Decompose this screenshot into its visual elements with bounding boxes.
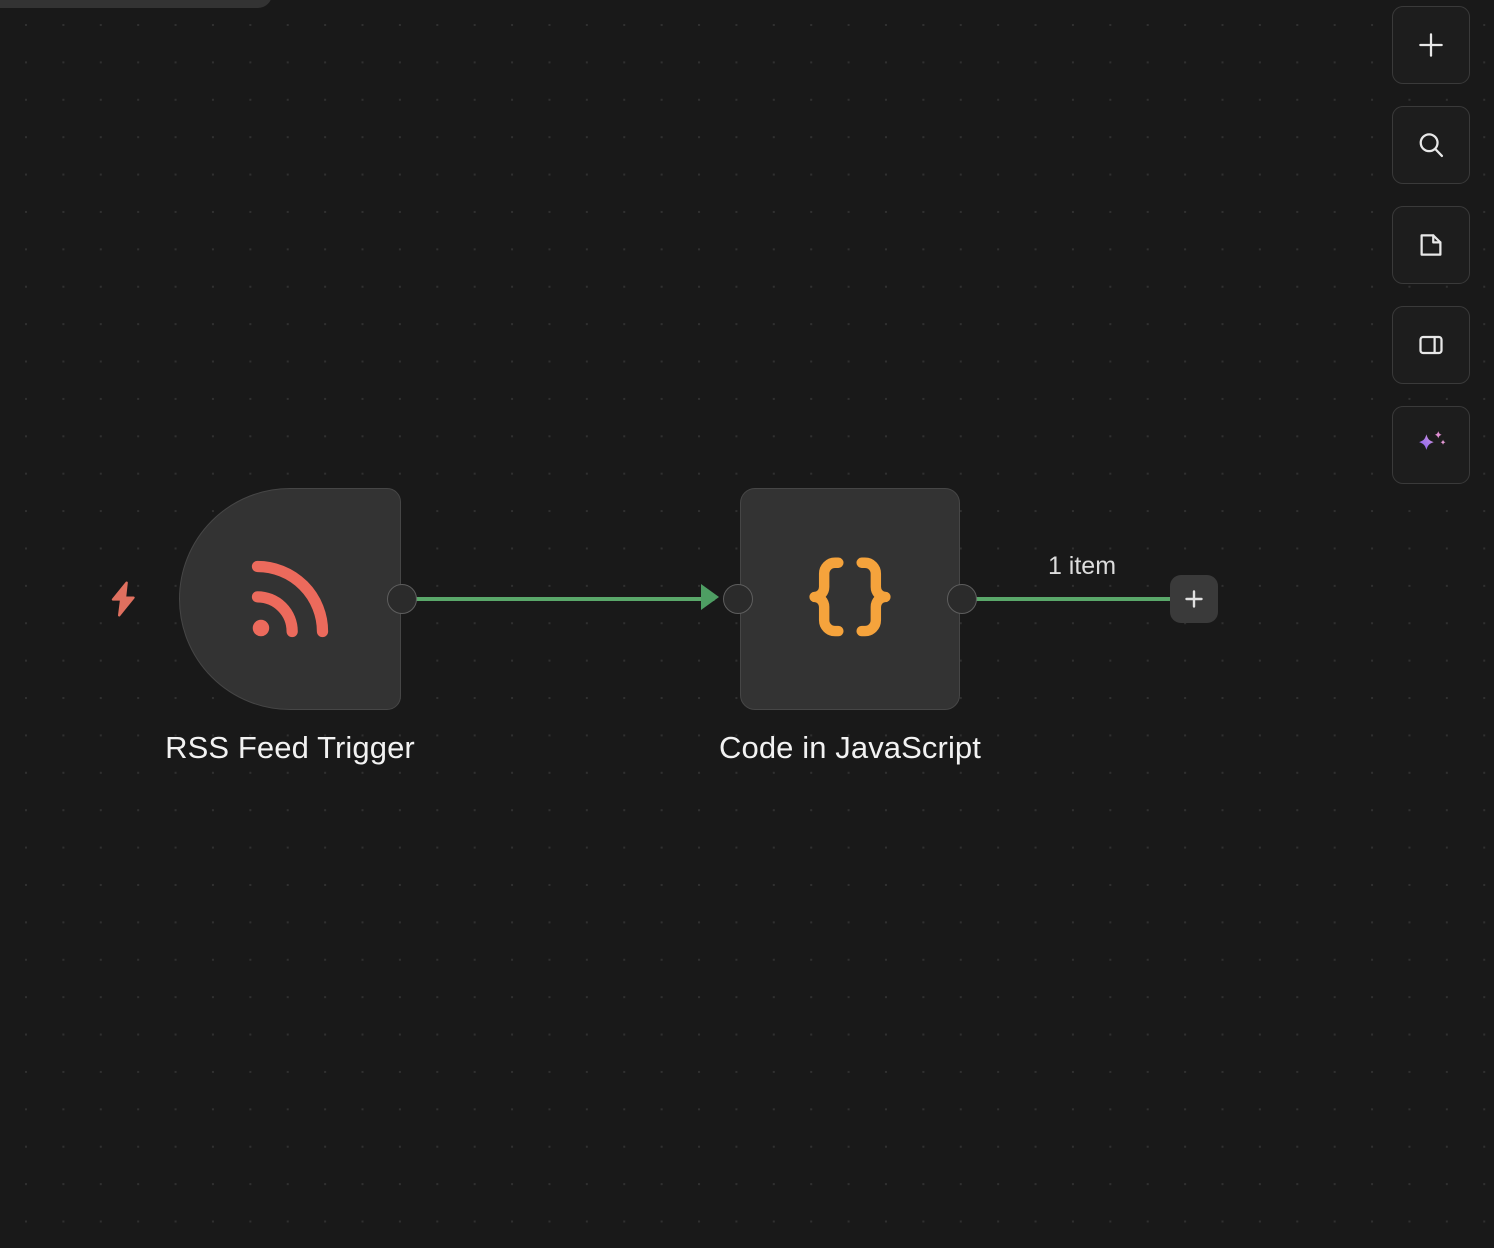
toolbar-add-sticky-note-button[interactable] — [1392, 206, 1470, 284]
node-title-rss-feed-trigger: RSS Feed Trigger — [165, 730, 415, 765]
endpoint-code-output[interactable] — [947, 584, 977, 614]
node-icon-container — [741, 489, 959, 709]
plus-icon — [1185, 590, 1203, 608]
connection-rss-to-code[interactable] — [412, 597, 715, 601]
search-icon — [1419, 133, 1444, 158]
connection-arrow-icon — [701, 584, 719, 610]
plus-icon — [1419, 33, 1443, 57]
connection-code-to-open[interactable] — [972, 597, 1172, 601]
lightning-bolt-icon — [111, 581, 135, 617]
panel-split-icon — [1419, 335, 1443, 355]
toolbar-toggle-panel-button[interactable] — [1392, 306, 1470, 384]
toolbar-add-node-button[interactable] — [1392, 6, 1470, 84]
sticky-note-icon — [1420, 234, 1442, 256]
node-title-code-in-javascript: Code in JavaScript — [719, 730, 981, 765]
sparkle-icon — [1419, 431, 1446, 450]
top-panel-edge — [0, 0, 272, 8]
node-rss-feed-trigger[interactable] — [179, 488, 401, 710]
rss-icon — [251, 560, 329, 638]
endpoint-code-input[interactable] — [723, 584, 753, 614]
connection-add-node-button[interactable] — [1170, 575, 1218, 623]
curly-braces-icon — [809, 557, 891, 637]
trigger-lightning-badge — [104, 572, 144, 626]
endpoint-rss-output[interactable] — [387, 584, 417, 614]
connection-item-count-label: 1 item — [1047, 552, 1117, 580]
canvas-toolbar — [1392, 6, 1470, 484]
node-code-in-javascript[interactable] — [740, 488, 960, 710]
toolbar-search-button[interactable] — [1392, 106, 1470, 184]
node-icon-container — [180, 489, 400, 709]
toolbar-ai-assistant-button[interactable] — [1392, 406, 1470, 484]
